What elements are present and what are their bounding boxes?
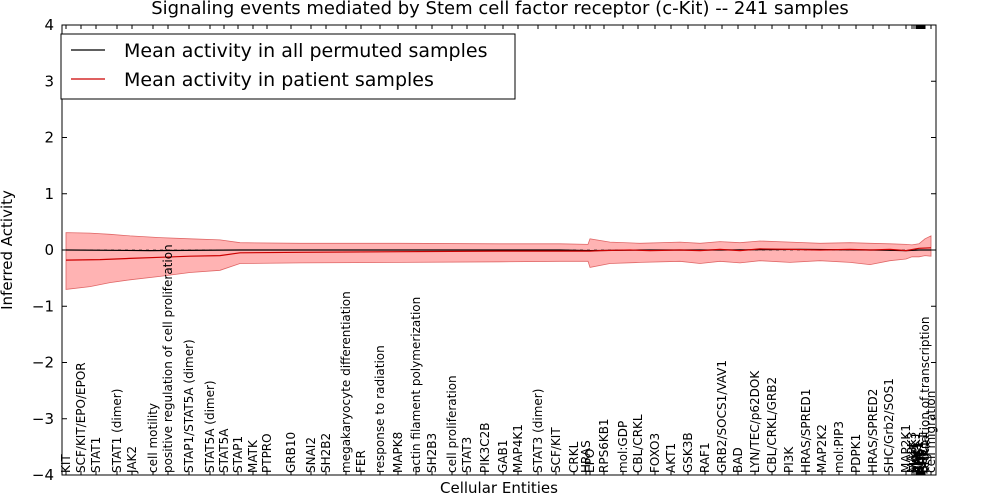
x-tick-label: cell motility	[146, 403, 160, 473]
legend: Mean activity in all permuted samples Me…	[60, 33, 516, 100]
x-tick-label: SOS1	[912, 441, 926, 473]
x-tick-label: VAV1	[910, 442, 924, 473]
x-tick-label: cell migration	[924, 391, 938, 473]
x-tick-label: PTPRO	[260, 433, 274, 473]
x-tick-label: HRAS/SPRED1	[799, 389, 813, 473]
x-tick-label: SCF/KIT/EPO/EPOR	[74, 362, 88, 473]
x-tick-label: MAP2K1	[899, 424, 913, 473]
x-tick-label: SCF/KIT	[549, 427, 563, 473]
x-tick-label: STAT3 (dimer)	[531, 389, 545, 473]
x-tick-label: STAT5A (dimer)	[203, 380, 217, 473]
x-tick-label: cell proliferation	[445, 375, 459, 473]
y-tick-label: −2	[32, 354, 54, 372]
series-layer	[65, 247, 932, 261]
x-tick-label: RAC1	[911, 441, 925, 473]
x-tick-label: HRAS	[579, 440, 593, 473]
x-tick-label: CRKL	[567, 441, 581, 473]
x-tick-label: CBL/CRKL	[631, 414, 645, 473]
x-tick-label: MATK	[246, 439, 260, 473]
x-tick-label: STAP1	[231, 436, 245, 473]
confidence-band-layer	[65, 232, 932, 290]
y-tick-label: 1	[44, 185, 54, 203]
x-tick-label: mol:GDP	[616, 421, 630, 473]
y-tick-label: −3	[32, 410, 54, 428]
x-tick-label: KIT	[59, 454, 73, 473]
x-tick-label: STAT1 (dimer)	[110, 389, 124, 473]
x-tick-label: GSK3B	[681, 432, 695, 473]
y-tick-label: 4	[44, 16, 54, 34]
y-tick-label: −4	[32, 466, 54, 484]
legend-label-patient: Mean activity in patient samples	[124, 69, 434, 91]
x-tick-label: response to radiation	[373, 345, 387, 473]
x-tick-label: RAS	[915, 449, 929, 473]
y-tick-label: 2	[44, 129, 54, 147]
x-tick-label: ELK1	[907, 443, 921, 473]
x-tick-label: MAPK3	[905, 432, 919, 473]
chart-title: Signaling events mediated by Stem cell f…	[151, 0, 849, 19]
legend-label-permuted: Mean activity in all permuted samples	[124, 40, 487, 62]
x-tick-label: LYN/TEC/p62DOK	[748, 370, 762, 473]
y-tick-label: 3	[44, 72, 54, 90]
x-tick-label: MAP4K1	[511, 424, 525, 473]
x-tick-label: FOXO3	[648, 433, 662, 473]
x-tick-label: MAPK1	[909, 432, 923, 473]
x-tick-label: AKT1	[664, 443, 678, 473]
x-tick-label: RPS6KB1	[597, 418, 611, 473]
patient-range-band	[65, 232, 932, 290]
x-tick-label: FOS	[913, 449, 927, 473]
y-axis-ticks: −4 −3 −2 −1 0 1 2 3 4	[32, 16, 936, 484]
x-tick-label: JUN	[914, 452, 928, 474]
x-tick-label: positive regulation of cell proliferatio…	[161, 244, 175, 473]
y-tick-label: 0	[44, 241, 54, 259]
x-tick-label: CBL/CRKL/GRB2	[765, 377, 779, 473]
x-tick-label: STAT3	[460, 437, 474, 473]
x-axis-label: Cellular Entities	[440, 479, 558, 497]
x-tick-label: SOCS1	[916, 432, 930, 473]
y-tick-label: −1	[32, 297, 54, 315]
x-tick-label: SH2B2	[319, 433, 333, 473]
x-tick-label: BAD	[731, 447, 745, 473]
x-tick-label: JAK2	[125, 446, 139, 474]
y-axis-label: Inferred Activity	[0, 190, 16, 310]
x-tick-label: actin filament polymerization	[409, 297, 423, 473]
series-line-patient	[65, 247, 932, 261]
x-tick-label: EPO	[583, 449, 597, 473]
x-tick-label: PI3K	[782, 446, 796, 473]
x-tick-label: STAT1	[89, 437, 103, 473]
x-tick-label: GAB1	[496, 440, 510, 473]
x-tick-label: SHC1	[917, 440, 931, 473]
x-tick-label: PIK3C2B	[478, 422, 492, 473]
x-tick-label: megakaryocyte differentiation	[339, 291, 353, 473]
x-tick-label: mol:PIP3	[832, 421, 846, 473]
x-tick-label: SHC/Grb2/SOS1	[882, 378, 896, 473]
x-tick-label: MAPK8	[391, 432, 405, 473]
x-tick-label: STAP1/STAT5A (dimer)	[182, 339, 196, 473]
x-tick-label: SNAI2	[304, 437, 318, 473]
x-tick-label: HRAS/SPRED2	[866, 389, 880, 473]
x-tick-label: RAF1	[698, 442, 712, 473]
x-tick-label: MAP2K2	[815, 424, 829, 473]
x-tick-label: regulation of transcription	[918, 317, 932, 473]
x-tick-label: FER	[354, 450, 368, 473]
x-tick-label: SH2B3	[425, 433, 439, 473]
legend-box	[60, 33, 516, 100]
x-tick-label: GRB2/SOCS1/VAV1	[715, 360, 729, 473]
x-tick-label: PDPK1	[849, 434, 863, 473]
x-tick-label: GRB10	[284, 432, 298, 473]
x-tick-label: STAT5A	[217, 428, 231, 473]
